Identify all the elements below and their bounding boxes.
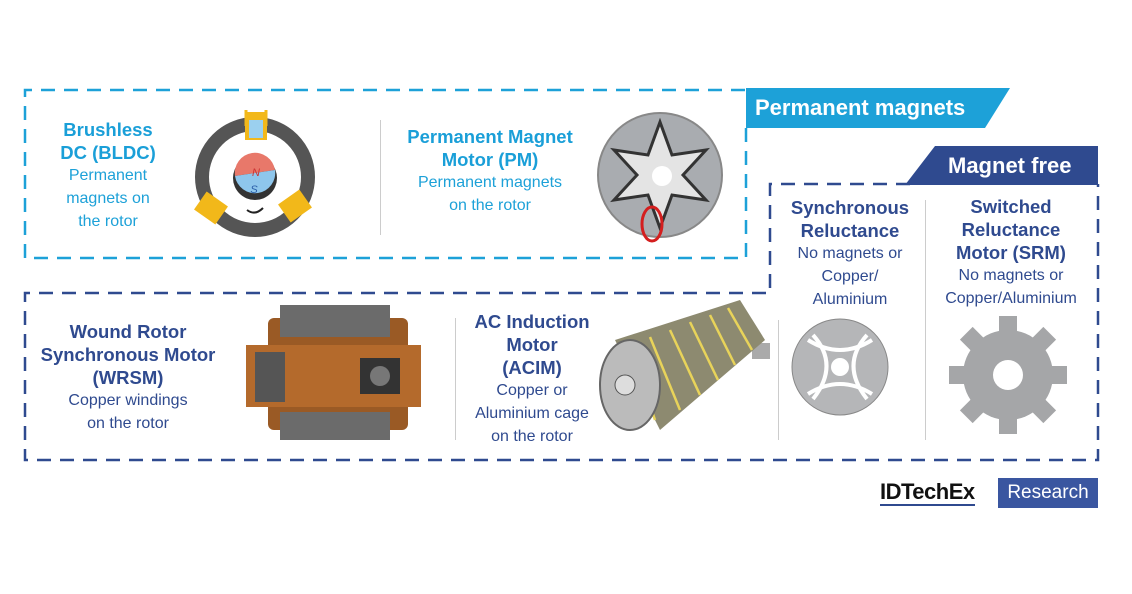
synrel-rotor-illustration xyxy=(791,318,889,416)
permanent-magnets-banner-bg xyxy=(746,88,1010,128)
srm-rotor-illustration xyxy=(949,316,1067,434)
magnet-free-outline xyxy=(23,182,1100,462)
divider xyxy=(925,200,926,440)
bldc-motor-illustration: N S xyxy=(194,110,315,237)
permanent-magnets-banner: Permanent magnets xyxy=(755,95,966,120)
svg-text:N: N xyxy=(252,167,260,179)
divider xyxy=(380,120,381,235)
acim-motor-illustration xyxy=(599,300,770,431)
pm-motor-illustration xyxy=(597,112,723,243)
divider xyxy=(455,318,456,440)
idtechex-logo: IDTechEx xyxy=(880,479,975,506)
svg-text:S: S xyxy=(250,184,258,196)
divider xyxy=(778,320,779,440)
permanent-magnets-outline xyxy=(23,88,748,260)
wrsm-motor-illustration xyxy=(246,305,421,440)
magnet-free-banner: Magnet free xyxy=(948,153,1072,178)
research-badge: Research xyxy=(998,478,1098,508)
magnet-free-banner-bg xyxy=(905,146,1098,185)
